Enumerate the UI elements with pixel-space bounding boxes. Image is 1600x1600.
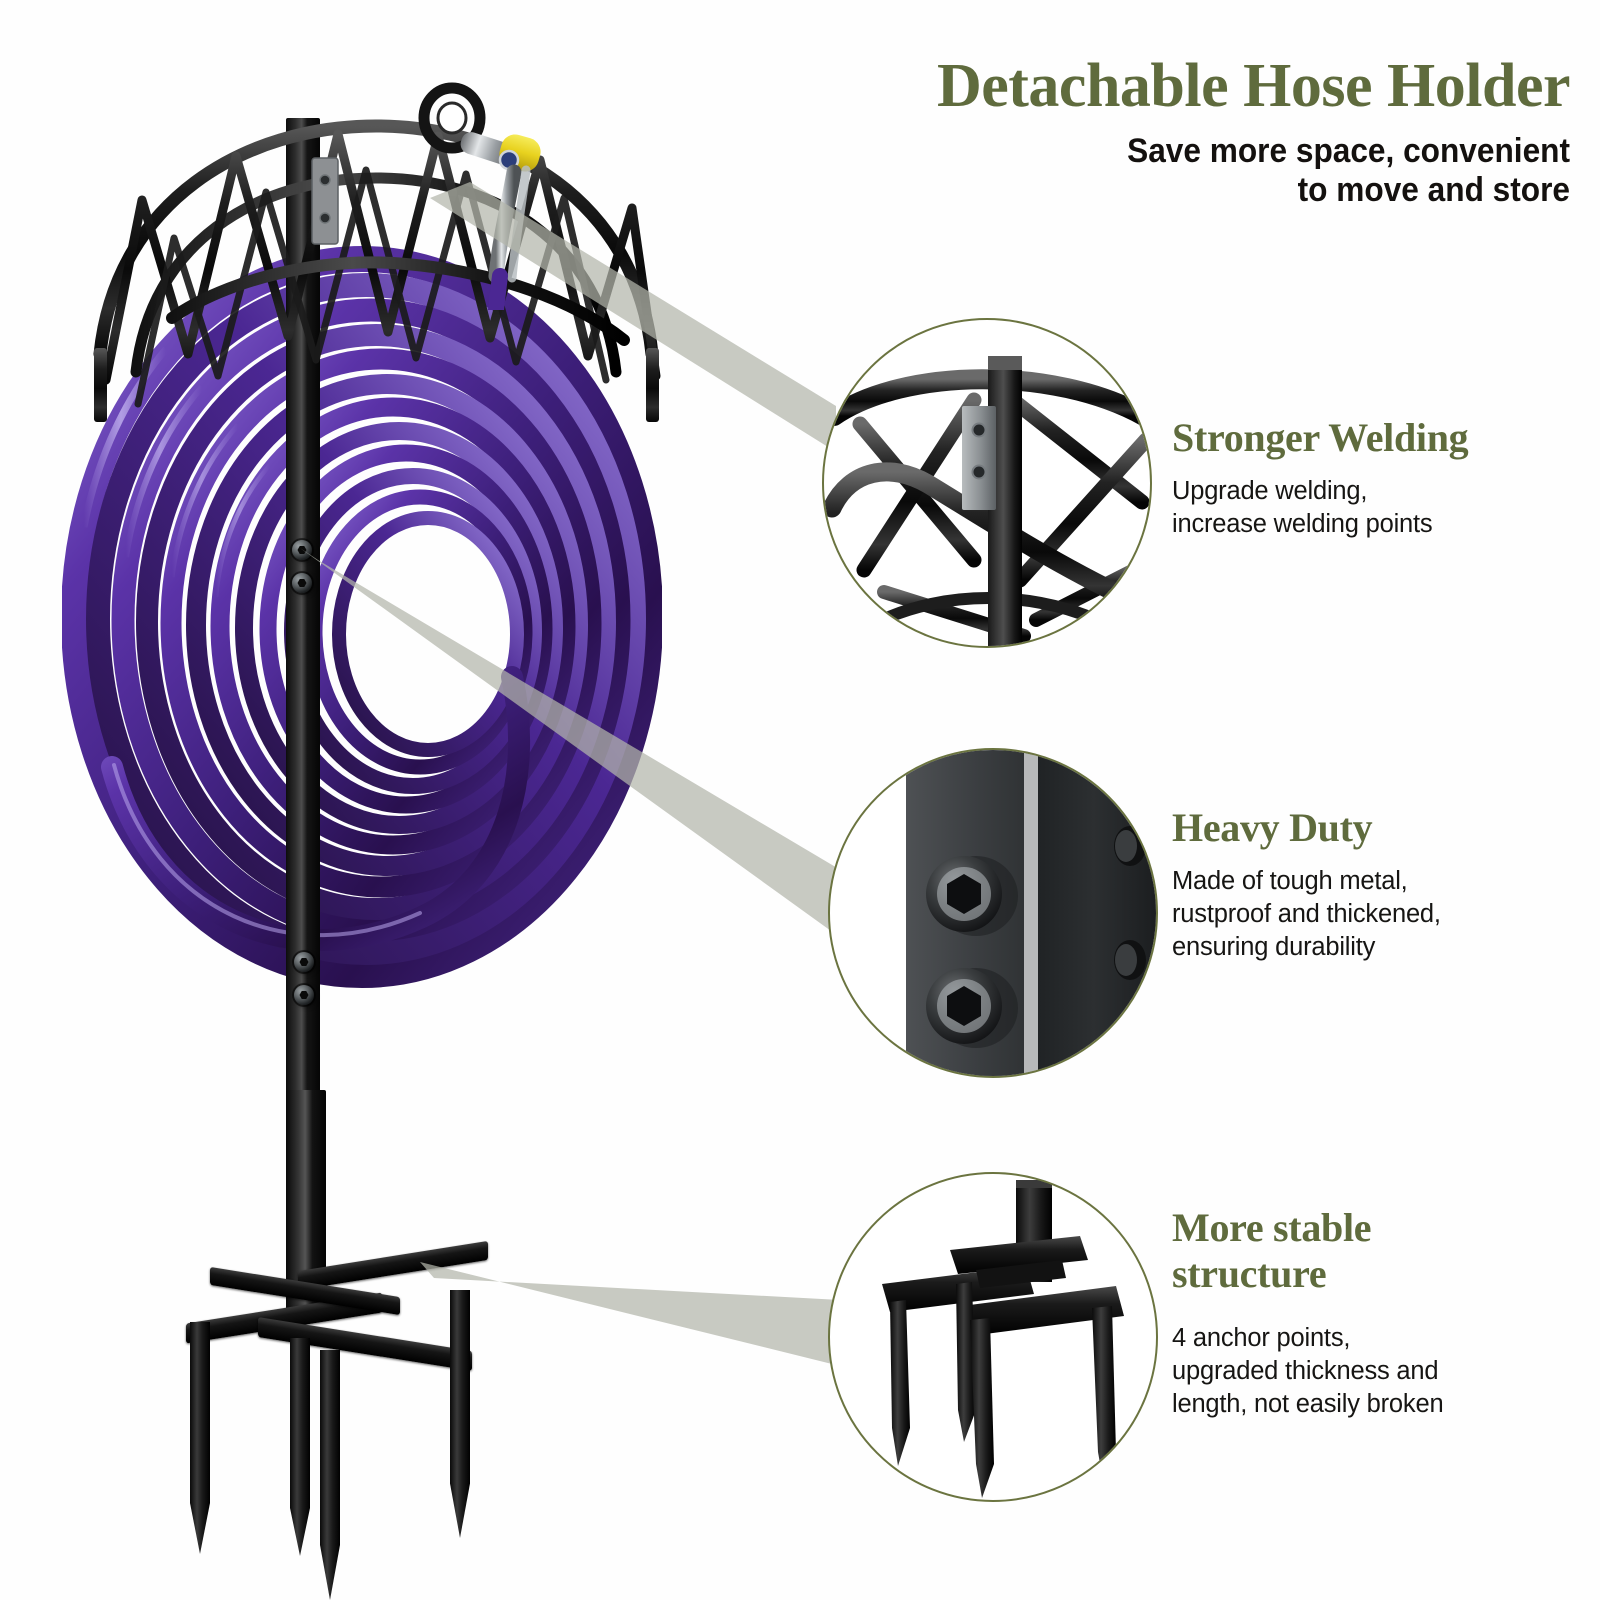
coiled-hose [61, 245, 663, 990]
feature-block-stronger-welding: Stronger Welding Upgrade welding, increa… [1172, 415, 1592, 541]
detail-circle-stronger-welding [822, 318, 1152, 648]
feature-title-line-1: More stable [1172, 1205, 1372, 1250]
ground-spike-3 [320, 1350, 340, 1600]
feature-body-line-1: Made of tough metal, [1172, 866, 1408, 895]
feature-title-stronger-welding: Stronger Welding [1172, 415, 1469, 460]
detail-circle-more-stable-structure [828, 1172, 1158, 1502]
beam-to-welding-detail [430, 182, 836, 452]
beam-to-stable-structure-detail [420, 1262, 840, 1366]
feature-body-line-3: ensuring durability [1172, 932, 1376, 961]
post-bolt-upper-1 [292, 540, 312, 560]
hex-bolt-front-upper [926, 856, 1018, 936]
welding-plate [311, 157, 339, 245]
hex-bolt-post-closeup [906, 750, 1156, 1076]
feature-title-heavy-duty: Heavy Duty [1172, 805, 1373, 850]
spike-4 [1092, 1306, 1116, 1486]
spike-1 [890, 1300, 910, 1466]
page-subtitle: Save more space, convenient to move and … [761, 132, 1570, 210]
beam-to-heavy-duty-detail [300, 548, 844, 936]
four-spike-anchor-base-closeup [882, 1180, 1124, 1498]
feature-body-line-2: rustproof and thickened, [1172, 899, 1441, 928]
feature-title-line-2: structure [1172, 1250, 1327, 1296]
page-title: Detachable Hose Holder [936, 52, 1571, 120]
page-subtitle-line-1: Save more space, convenient [1127, 132, 1570, 171]
hex-bolt-front-lower [926, 968, 1018, 1048]
feature-body-line-2: increase welding points [1172, 509, 1433, 538]
feature-body-line-1: 4 anchor points, [1172, 1324, 1351, 1353]
feature-body-line-3: length, not easily broken [1172, 1390, 1444, 1419]
anchor-base [150, 1230, 550, 1600]
header-block: Detachable Hose Holder Save more space, … [700, 52, 1571, 210]
feature-body-line-2: upgraded thickness and [1172, 1357, 1439, 1386]
hose-coil-svg [61, 246, 663, 988]
feature-body-more-stable-structure: 4 anchor points, upgraded thickness and … [1172, 1322, 1592, 1421]
spike-3 [970, 1318, 994, 1498]
feature-body-stronger-welding: Upgrade welding, increase welding points [1172, 475, 1592, 541]
ground-spike-1 [190, 1322, 210, 1554]
ground-spike-2 [290, 1338, 310, 1556]
feature-block-more-stable-structure: More stable structure 4 anchor points, u… [1172, 1205, 1592, 1422]
weld-plate [962, 406, 996, 510]
ground-spike-4 [450, 1290, 470, 1538]
post-bolt-lower-2 [294, 985, 314, 1005]
welded-truss-joint-closeup [824, 356, 1150, 646]
hex-bolt-side-lower [1114, 940, 1146, 980]
feature-body-line-1: Upgrade welding, [1172, 476, 1368, 505]
hex-bolt-side-upper [1114, 826, 1146, 866]
feature-block-heavy-duty: Heavy Duty Made of tough metal, rustproo… [1172, 805, 1592, 964]
feature-body-heavy-duty: Made of tough metal, rustproof and thick… [1172, 865, 1592, 964]
post-bolt-upper-2 [292, 573, 312, 593]
post-bolt-lower-1 [294, 952, 314, 972]
feature-title-more-stable-structure: More stable structure [1172, 1205, 1592, 1296]
detail-circle-heavy-duty [828, 748, 1158, 1078]
page-subtitle-line-2: to move and store [1297, 170, 1570, 209]
